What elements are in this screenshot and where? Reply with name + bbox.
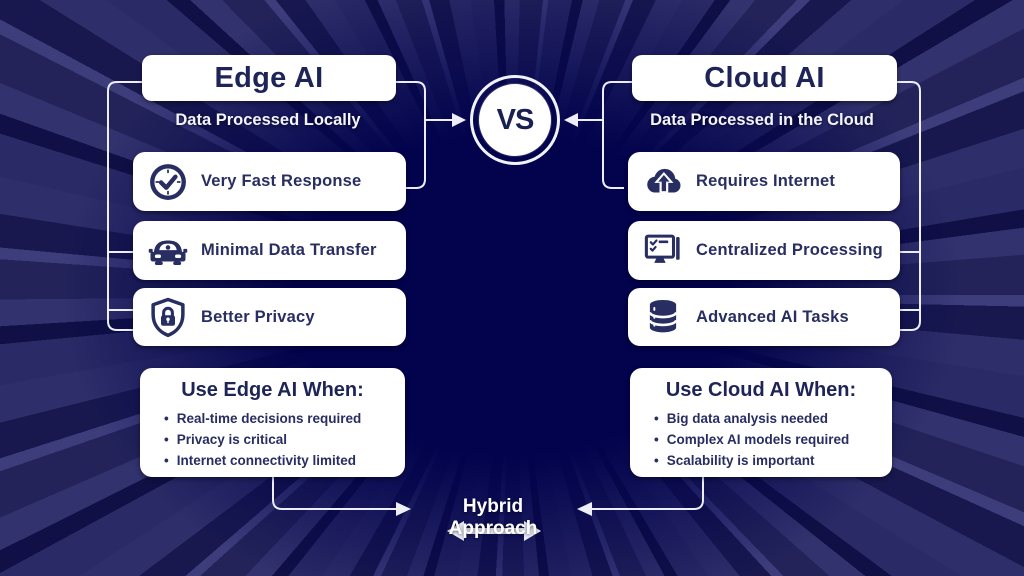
list-item: Big data analysis needed — [654, 408, 878, 429]
double-arrow-right-head-icon — [524, 521, 541, 541]
monitor-checklist-icon — [642, 230, 684, 272]
list-item: Real-time decisions required — [164, 408, 391, 429]
edge-feature-minimal-data: Minimal Data Transfer — [133, 221, 406, 280]
arrow-to-hybrid-right-icon — [577, 502, 592, 516]
edge-use-when-heading: Use Edge AI When: — [181, 379, 364, 401]
cloud-feature-advanced: Advanced AI Tasks — [628, 288, 900, 346]
arrow-to-hybrid-left-icon — [396, 502, 411, 516]
hybrid-approach-label: Hybrid Approach — [448, 496, 538, 539]
vs-badge-inner: VS — [479, 84, 551, 156]
vs-label: VS — [496, 103, 535, 136]
cloud-ai-subtitle: Data Processed in the Cloud — [650, 111, 874, 129]
double-arrow-left-head-icon — [447, 521, 464, 541]
cloud-feature-centralized: Centralized Processing — [628, 221, 900, 280]
edge-ai-title: Edge AI — [214, 61, 324, 94]
cloud-use-when-list: Big data analysis needed Complex AI mode… — [644, 408, 878, 471]
list-item: Privacy is critical — [164, 429, 391, 450]
cloud-use-when-box: Use Cloud AI When: Big data analysis nee… — [630, 368, 892, 477]
list-item: Complex AI models required — [654, 429, 878, 450]
edge-use-when-box: Use Edge AI When: Real-time decisions re… — [140, 368, 405, 477]
list-item: Scalability is important — [654, 450, 878, 471]
edge-ai-subtitle: Data Processed Locally — [175, 111, 361, 129]
feature-label: Centralized Processing — [696, 241, 883, 259]
database-icon — [642, 296, 684, 338]
edge-use-when-list: Real-time decisions required Privacy is … — [154, 408, 391, 471]
cloud-ai-title: Cloud AI — [704, 61, 825, 94]
clock-check-icon — [147, 161, 189, 203]
edge-feature-privacy: Better Privacy — [133, 288, 406, 346]
arrow-left-to-vs-icon — [564, 113, 578, 127]
feature-label: Very Fast Response — [201, 172, 362, 190]
cloud-use-when-heading: Use Cloud AI When: — [665, 379, 857, 401]
feature-label: Requires Internet — [696, 172, 836, 190]
feature-label: Advanced AI Tasks — [696, 307, 849, 326]
car-front-icon — [147, 230, 189, 272]
list-item: Internet connectivity limited — [164, 450, 391, 471]
edge-ai-title-box: Edge AI — [142, 55, 396, 101]
cloud-ai-title-box: Cloud AI — [632, 55, 897, 101]
arrow-right-to-vs-icon — [452, 113, 466, 127]
shield-lock-icon — [147, 296, 189, 338]
feature-label: Better Privacy — [201, 307, 315, 326]
feature-label: Minimal Data Transfer — [201, 241, 377, 259]
edge-feature-fast-response: Very Fast Response — [133, 152, 406, 211]
cloud-feature-internet: Requires Internet — [628, 152, 900, 211]
cloud-upload-icon — [642, 161, 684, 203]
vs-badge: VS — [470, 75, 560, 165]
